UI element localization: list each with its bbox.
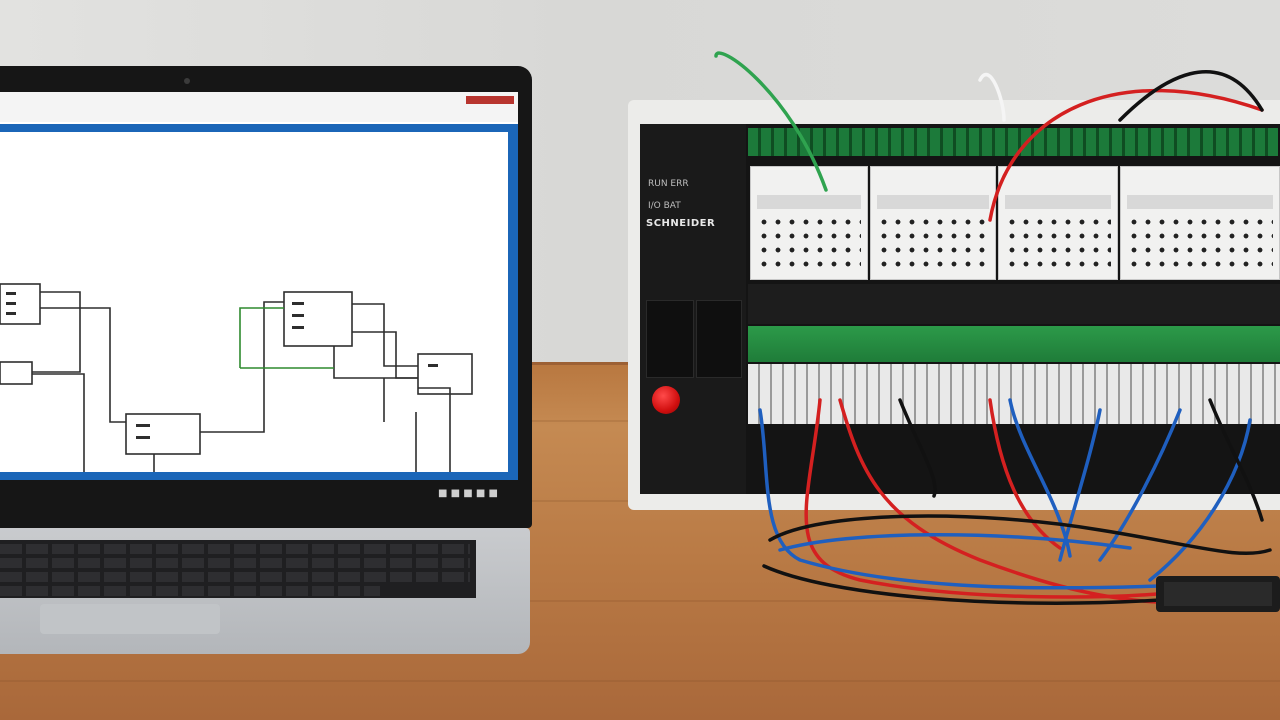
circuit-schematic[interactable] [0,132,508,472]
cpu-slot [646,300,694,378]
io-indicator-grid [877,215,989,273]
wood-grain [0,600,1280,602]
io-label-strip [1005,195,1111,209]
io-module [870,166,996,280]
blue-wire [1148,418,1252,582]
blue-wire [778,532,1132,552]
black-wire [762,564,1162,605]
window-controls[interactable] [466,96,514,104]
schematic-block [0,361,33,385]
key-row[interactable] [0,544,470,554]
io-indicator-grid [757,215,861,273]
key-row[interactable] [0,572,470,582]
io-label-strip [877,195,989,209]
io-module [750,166,868,280]
white-wire [978,72,1006,122]
io-indicator-grid [1005,215,1111,273]
taskbar-icons[interactable]: ■ ■ ■ ■ ■ [438,488,498,499]
upper-terminal-strip [748,128,1278,156]
black-wire [898,398,937,498]
schematic-block [283,291,353,347]
laptop-screen[interactable] [0,92,518,480]
app-menubar [0,92,518,122]
io-module [998,166,1118,280]
io-label-strip [757,195,861,209]
status-led-row: I/O BAT [648,201,681,211]
os-taskbar[interactable]: ■ ■ ■ ■ ■ [0,480,518,508]
black-wire [768,514,1272,556]
schematic-block [417,353,473,395]
black-wire [1208,398,1264,522]
webcam [184,78,190,84]
app-titlebar [0,124,518,132]
schematic-block [125,413,201,455]
red-wire [804,398,1182,599]
schematic-block [0,283,41,325]
lower-terminal-rail [748,326,1280,362]
red-run-button[interactable] [652,386,680,414]
io-module [1120,166,1280,280]
app-scrollbar[interactable] [508,132,518,472]
red-wire [838,398,1222,605]
status-led-row: RUN ERR [648,179,689,189]
trackpad[interactable] [40,604,220,634]
blue-wire [758,408,1162,590]
io-indicator-grid [1127,215,1273,273]
black-wire [1118,70,1264,122]
module-divider [748,284,1280,324]
red-wire [988,88,1264,222]
red-wire [988,398,1062,550]
wood-grain [0,680,1280,682]
blue-wire [1058,408,1102,562]
app-statusbar [0,472,518,480]
key-row[interactable] [0,586,380,596]
key-row[interactable] [0,558,470,568]
cpu-slot [696,300,742,378]
cable-connector-grip [1164,582,1272,606]
plc-brand-label: SCHNEIDER [646,218,716,229]
laptop-keyboard[interactable] [0,540,476,598]
io-label-strip [1127,195,1273,209]
green-wire [714,51,828,192]
